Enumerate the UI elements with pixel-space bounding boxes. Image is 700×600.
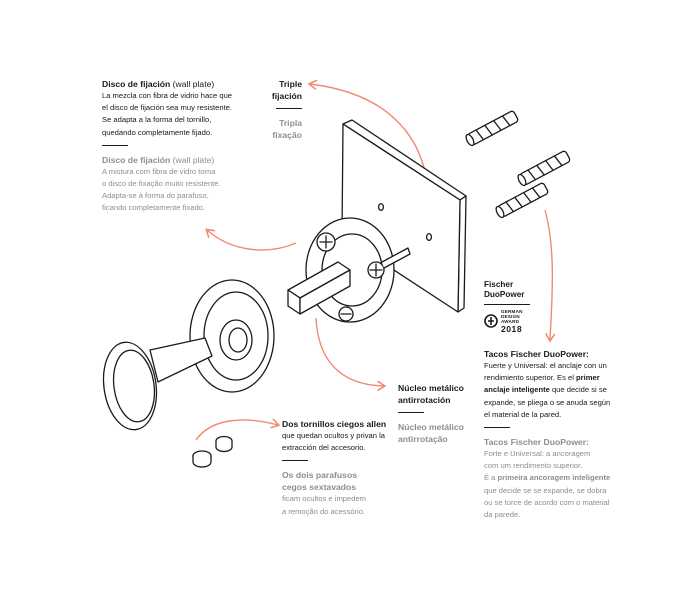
wall-plate-line-pt: ficando completamente fixado. [102,203,205,213]
screws-title-pt: Os dois parafusos [282,470,357,481]
arrow-to-screws [195,420,278,441]
wall-plate-title: Disco de fijación (wall plate) [102,79,215,89]
triple-fixing-title: fijación [271,91,302,101]
anchors-line-pt: com um rendimento superior. [484,461,583,471]
wall-plate-title-pt: Disco de fijación (wall plate) [102,154,215,165]
anchors-line: Fuerte y Universal: el anclaje con un [484,361,607,370]
triple-fixing-callout: Triple fijación Tripla fixação [254,78,302,141]
anchors-line-pt: É a primeira ancoragem inteligente [484,473,611,483]
wall-plate-line: Se adapta a la forma del tornillo, [102,115,212,125]
core-title-pt: antirrotação [398,434,448,444]
divider [282,460,308,462]
screws-title: Dos tornillos ciegos allen [282,419,387,429]
anchors-line: anclaje inteligente que decide si se [484,385,607,395]
award-label: AWARD [501,319,520,325]
wall-plate-line-pt: Adapta-se à forma do parafuso, [102,191,209,201]
triple-fixing-title-pt: fixação [272,130,302,140]
screws-line-pt: ficam ocultos e impedem [282,494,366,504]
anchors-callout: Tacos Fischer DuoPower: Fuerte y Univers… [484,348,644,521]
screws-callout: Dos tornillos ciegos allen que quedan oc… [282,418,412,518]
anchors-line-pt: Forte e Universal: a ancoragem [484,449,591,459]
design-award-logo: GERMAN DESIGN AWARD 2018 [484,309,564,334]
triple-fixing-title: Triple [279,79,302,89]
allen-screws [192,435,233,468]
screws-title-pt: cegos sextavados [282,482,357,493]
door-knob [102,337,213,431]
anchors-title-pt: Tacos Fischer DuoPower: [484,437,589,448]
award-label: DESIGN [501,314,520,320]
arrow-to-anchors [544,209,552,340]
triple-fixing-title-pt: Tripla [279,118,302,128]
arrow-to-core [315,317,384,386]
core-title: antirrotación [398,395,451,405]
arrow-to-wall-plate [207,230,297,251]
mounting-board [341,119,467,313]
screws-line: extracción del accesorio. [282,443,366,453]
wall-plate-line: La mezcla con fibra de vidrio hace que [102,91,233,100]
divider [398,412,424,413]
divider [484,304,530,305]
wall-plate-callout: Disco de fijación (wall plate) La mezcla… [102,78,262,215]
metal-core [287,261,351,315]
core-title-pt: Núcleo metálico [398,422,464,432]
duopower-badge: Fischer DuoPower GERMAN DESIGN AWARD 201… [484,280,564,334]
divider [484,427,510,429]
rosette-cover [189,279,275,393]
anchors-title: Tacos Fischer DuoPower: [484,349,589,359]
badge-name: Fischer [484,280,514,289]
anchors-line: expande, se pliega o se anuda según [484,397,611,407]
anchors-line-pt: que decide se se expande, se dobra [484,485,607,495]
divider [276,108,302,109]
award-seal-icon [484,314,498,329]
anchors-line-pt: ou se torce de acordo com o material [484,497,610,507]
screws-line: que quedan ocultos y privan la [282,431,386,440]
anchors-line: rendimiento superior. Es el primer [484,373,600,383]
divider [102,144,128,146]
core-title: Núcleo metálico [398,383,464,393]
wall-plate-line: el disco de fijación sea muy resistente. [102,103,233,113]
wall-plate-line-pt: A mistura com fibra de vidro torna [102,166,216,176]
screws-line-pt: a remoção do acessório. [282,506,366,516]
award-label: GERMAN [501,309,523,314]
award-year: 2018 [501,323,523,334]
wall-plate-line-pt: o disco de fixação muito resistente. [102,179,221,189]
metal-core-callout: Núcleo metálico antirrotación Núcleo met… [398,382,478,445]
anchors-line-pt: da parede. [484,510,521,520]
anchors-line: el material de la pared. [484,409,562,419]
badge-name: DuoPower [484,290,525,299]
anchor-plugs [465,110,571,219]
wall-plate-line: quedando completamente fijado. [102,127,213,137]
